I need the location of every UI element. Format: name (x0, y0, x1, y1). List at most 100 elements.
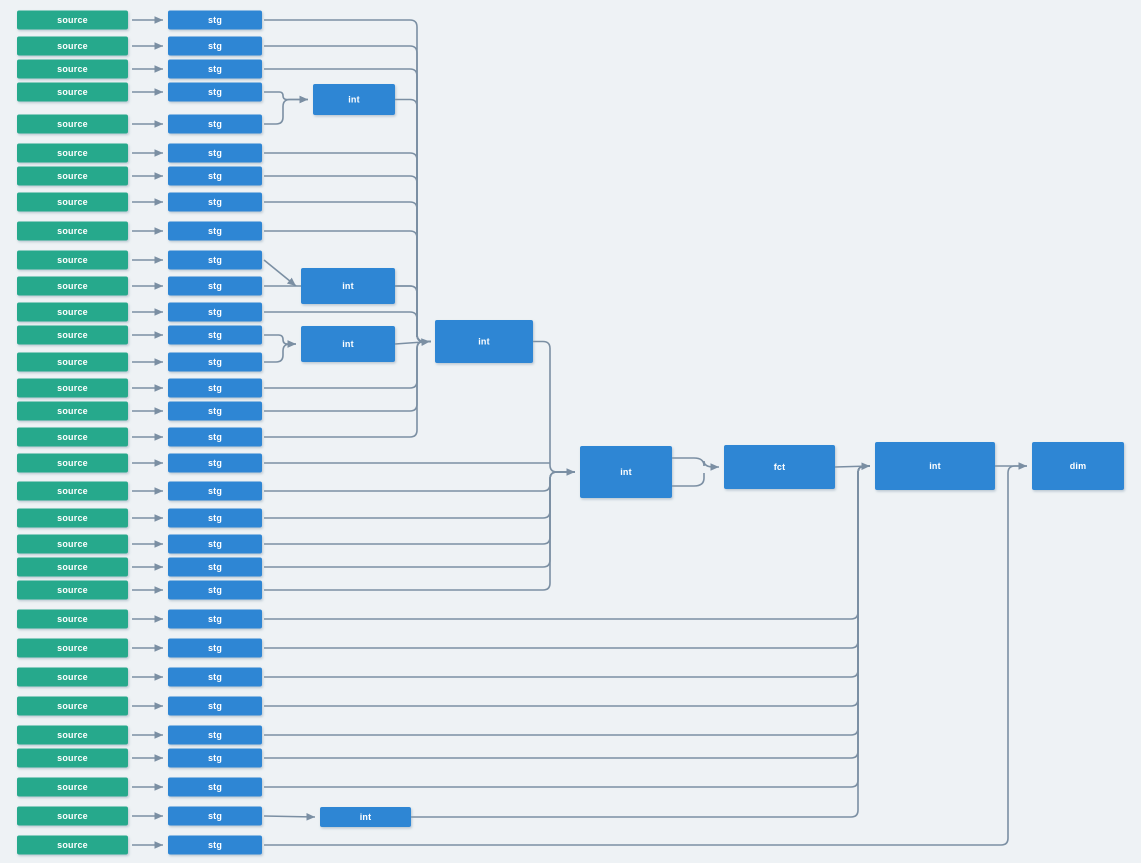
stg-node-28[interactable]: stg (168, 725, 262, 745)
stg-node-26-box[interactable] (168, 667, 262, 687)
int_late-node-box[interactable] (875, 442, 995, 490)
stg-node-2-box[interactable] (168, 36, 262, 56)
stg-node-6[interactable]: stg (168, 143, 262, 163)
stg-node-21-box[interactable] (168, 534, 262, 554)
source-node-8[interactable]: source (17, 192, 128, 212)
stg-node-18-box[interactable] (168, 453, 262, 473)
source-node-18-box[interactable] (17, 453, 128, 473)
stg-node-19-box[interactable] (168, 481, 262, 501)
source-node-19[interactable]: source (17, 481, 128, 501)
int_late-node[interactable]: int (875, 442, 995, 490)
stg-node-32[interactable]: stg (168, 835, 262, 855)
source-node-17-box[interactable] (17, 427, 128, 447)
int_tail-node[interactable]: int (320, 807, 411, 827)
source-node-25-box[interactable] (17, 638, 128, 658)
stg-node-27[interactable]: stg (168, 696, 262, 716)
source-node-31-box[interactable] (17, 806, 128, 826)
source-node-20[interactable]: source (17, 508, 128, 528)
int_hub-node[interactable]: int (435, 320, 533, 363)
source-node-5[interactable]: source (17, 114, 128, 134)
stg-node-7[interactable]: stg (168, 166, 262, 186)
source-node-2-box[interactable] (17, 36, 128, 56)
int_top-node[interactable]: int (313, 84, 395, 115)
stg-node-14-box[interactable] (168, 352, 262, 372)
stg-node-30-box[interactable] (168, 777, 262, 797)
stg-node-15-box[interactable] (168, 378, 262, 398)
stg-node-29[interactable]: stg (168, 748, 262, 768)
source-node-7[interactable]: source (17, 166, 128, 186)
stg-node-5-box[interactable] (168, 114, 262, 134)
source-node-2[interactable]: source (17, 36, 128, 56)
stg-node-13-box[interactable] (168, 325, 262, 345)
stg-node-11[interactable]: stg (168, 276, 262, 296)
stg-node-2[interactable]: stg (168, 36, 262, 56)
stg-node-29-box[interactable] (168, 748, 262, 768)
source-node-1[interactable]: source (17, 10, 128, 30)
source-node-5-box[interactable] (17, 114, 128, 134)
source-node-14-box[interactable] (17, 352, 128, 372)
stg-node-4-box[interactable] (168, 82, 262, 102)
stg-node-6-box[interactable] (168, 143, 262, 163)
stg-node-4[interactable]: stg (168, 82, 262, 102)
source-node-22[interactable]: source (17, 557, 128, 577)
source-node-9-box[interactable] (17, 221, 128, 241)
stg-node-23[interactable]: stg (168, 580, 262, 600)
stg-node-26[interactable]: stg (168, 667, 262, 687)
stg-node-18[interactable]: stg (168, 453, 262, 473)
stg-node-27-box[interactable] (168, 696, 262, 716)
int_mid2-node-box[interactable] (301, 326, 395, 362)
stg-node-1-box[interactable] (168, 10, 262, 30)
source-node-11[interactable]: source (17, 276, 128, 296)
source-node-14[interactable]: source (17, 352, 128, 372)
source-node-12-box[interactable] (17, 302, 128, 322)
dim-node-box[interactable] (1032, 442, 1124, 490)
source-node-32-box[interactable] (17, 835, 128, 855)
stg-node-20[interactable]: stg (168, 508, 262, 528)
source-node-15[interactable]: source (17, 378, 128, 398)
source-node-22-box[interactable] (17, 557, 128, 577)
int_join-node-box[interactable] (580, 446, 672, 498)
source-node-29[interactable]: source (17, 748, 128, 768)
stg-node-7-box[interactable] (168, 166, 262, 186)
source-node-6-box[interactable] (17, 143, 128, 163)
source-node-4[interactable]: source (17, 82, 128, 102)
stg-node-11-box[interactable] (168, 276, 262, 296)
source-node-24[interactable]: source (17, 609, 128, 629)
int_top-node-box[interactable] (313, 84, 395, 115)
source-node-16[interactable]: source (17, 401, 128, 421)
stg-node-16-box[interactable] (168, 401, 262, 421)
source-node-13[interactable]: source (17, 325, 128, 345)
stg-node-23-box[interactable] (168, 580, 262, 600)
stg-node-32-box[interactable] (168, 835, 262, 855)
int_mid1-node-box[interactable] (301, 268, 395, 304)
int_tail-node-box[interactable] (320, 807, 411, 827)
source-node-30[interactable]: source (17, 777, 128, 797)
stg-node-12[interactable]: stg (168, 302, 262, 322)
source-node-27-box[interactable] (17, 696, 128, 716)
stg-node-21[interactable]: stg (168, 534, 262, 554)
stg-node-15[interactable]: stg (168, 378, 262, 398)
int_mid1-node[interactable]: int (301, 268, 395, 304)
source-node-11-box[interactable] (17, 276, 128, 296)
int_hub-node-box[interactable] (435, 320, 533, 363)
source-node-8-box[interactable] (17, 192, 128, 212)
source-node-23[interactable]: source (17, 580, 128, 600)
stg-node-17-box[interactable] (168, 427, 262, 447)
source-node-21-box[interactable] (17, 534, 128, 554)
stg-node-28-box[interactable] (168, 725, 262, 745)
stg-node-25-box[interactable] (168, 638, 262, 658)
source-node-30-box[interactable] (17, 777, 128, 797)
stg-node-19[interactable]: stg (168, 481, 262, 501)
stg-node-22-box[interactable] (168, 557, 262, 577)
stg-node-25[interactable]: stg (168, 638, 262, 658)
stg-node-24-box[interactable] (168, 609, 262, 629)
stg-node-1[interactable]: stg (168, 10, 262, 30)
source-node-21[interactable]: source (17, 534, 128, 554)
source-node-16-box[interactable] (17, 401, 128, 421)
source-node-17[interactable]: source (17, 427, 128, 447)
stg-node-10[interactable]: stg (168, 250, 262, 270)
source-node-24-box[interactable] (17, 609, 128, 629)
source-node-12[interactable]: source (17, 302, 128, 322)
source-node-10-box[interactable] (17, 250, 128, 270)
fct-node-box[interactable] (724, 445, 835, 489)
